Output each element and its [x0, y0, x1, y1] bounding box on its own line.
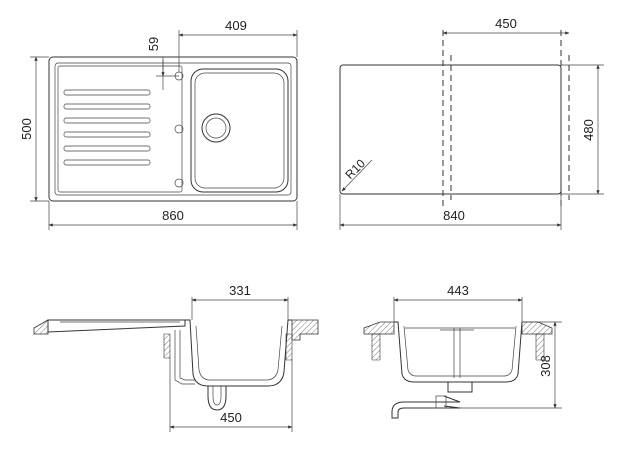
drain — [201, 113, 231, 143]
dim-label-308: 308 — [538, 355, 553, 377]
front-countertop-left — [363, 321, 395, 335]
countertop-left — [33, 319, 49, 335]
sink-inner-rim — [54, 62, 292, 196]
front-section: 443 308 — [363, 283, 562, 419]
dim-label-443: 443 — [447, 283, 469, 298]
drainboard — [57, 65, 183, 193]
dim-label-450-bottom: 450 — [220, 410, 242, 425]
top-view: 860 500 409 59 — [19, 18, 298, 230]
dim-label-500: 500 — [19, 118, 34, 140]
tap-hole-bottom — [174, 178, 184, 188]
dim-label-840: 840 — [443, 208, 465, 223]
bowl-section — [185, 319, 292, 387]
dim-label-59: 59 — [146, 37, 161, 51]
dim-label-860: 860 — [162, 208, 184, 223]
dim-line-r10 — [341, 159, 373, 192]
side-section: 331 450 — [33, 283, 319, 432]
sink-outline — [48, 56, 298, 202]
dim-label-450-top: 450 — [495, 16, 517, 31]
countertop-right — [291, 319, 319, 341]
cutout-view: 450 480 840 R10 — [339, 16, 604, 230]
front-countertop-right — [521, 321, 553, 335]
dim-label-r10: R10 — [342, 156, 368, 182]
dim-label-480: 480 — [581, 119, 596, 141]
drainboard-grooves — [63, 89, 151, 166]
dim-label-409: 409 — [225, 18, 247, 33]
front-bowl-section — [394, 321, 523, 383]
dim-label-331: 331 — [229, 283, 251, 298]
tap-hole-middle — [174, 124, 184, 134]
bowl — [190, 68, 289, 193]
